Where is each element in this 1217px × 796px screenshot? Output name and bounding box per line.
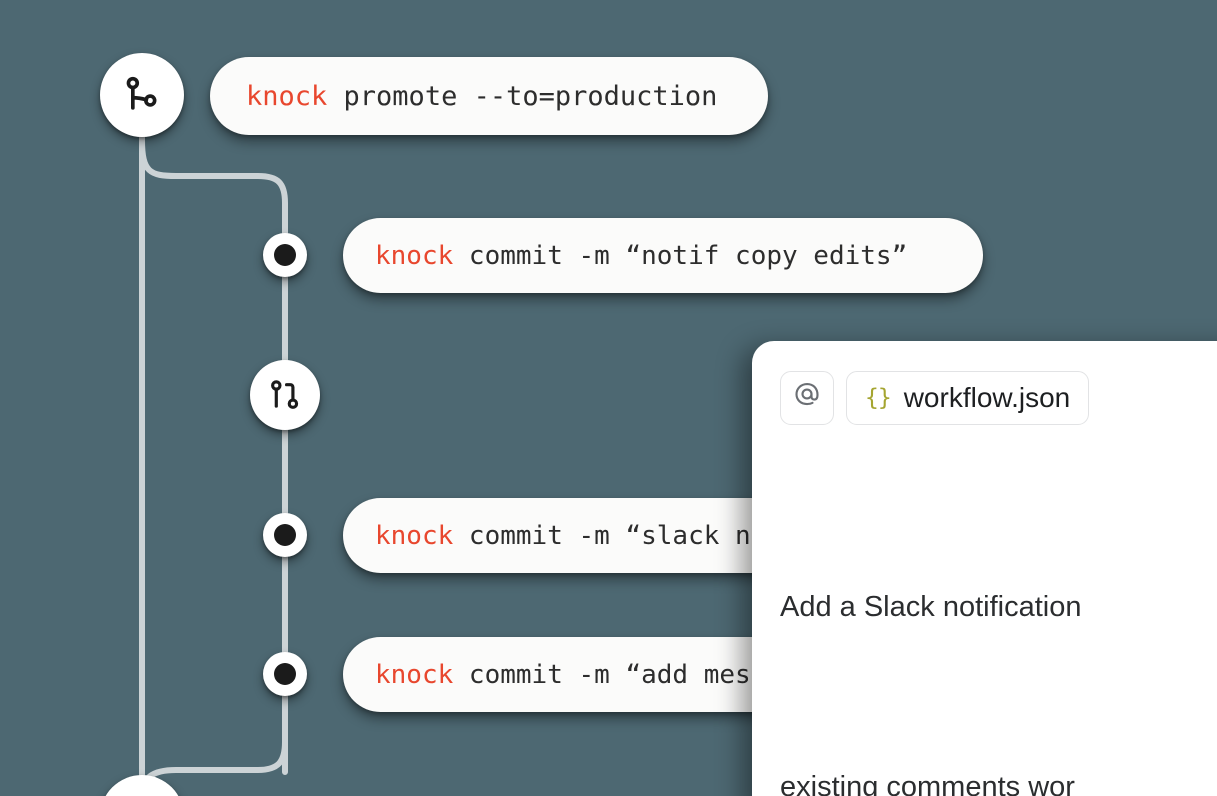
file-chip-name: workflow.json bbox=[903, 382, 1071, 413]
command-pill-commit-1[interactable]: knock commit -m “notif copy edits” bbox=[343, 218, 983, 293]
command-args: promote --to=production bbox=[327, 80, 718, 112]
at-icon bbox=[792, 379, 822, 417]
attachment-chip-row: {} workflow.json bbox=[780, 371, 1217, 425]
command-keyword: knock bbox=[246, 80, 328, 112]
prompt-paragraph-1: Add a Slack notification existing commen… bbox=[780, 457, 1217, 796]
command-pill-promote[interactable]: knock promote --to=production bbox=[210, 57, 768, 135]
node-commit-3[interactable] bbox=[263, 652, 307, 696]
command-keyword: knock bbox=[375, 240, 454, 271]
git-pull-request-icon bbox=[266, 376, 304, 414]
command-args: commit -m “notif copy edits” bbox=[453, 240, 908, 271]
node-commit-2[interactable] bbox=[263, 513, 307, 557]
node-pull-request[interactable] bbox=[250, 360, 320, 430]
prompt-panel: {} workflow.json Add a Slack notificatio… bbox=[752, 341, 1217, 796]
at-mention-button[interactable] bbox=[780, 371, 834, 425]
git-branch-icon bbox=[120, 73, 164, 117]
node-merge-base[interactable] bbox=[100, 775, 184, 796]
json-braces-icon: {} bbox=[865, 385, 892, 411]
node-promote[interactable] bbox=[100, 53, 184, 137]
node-commit-1[interactable] bbox=[263, 233, 307, 277]
prompt-line: existing comments wor bbox=[780, 771, 1075, 796]
file-attachment-chip[interactable]: {} workflow.json bbox=[846, 371, 1090, 425]
command-keyword: knock bbox=[375, 520, 454, 551]
prompt-line: Add a Slack notification bbox=[780, 591, 1082, 623]
command-keyword: knock bbox=[375, 659, 454, 690]
